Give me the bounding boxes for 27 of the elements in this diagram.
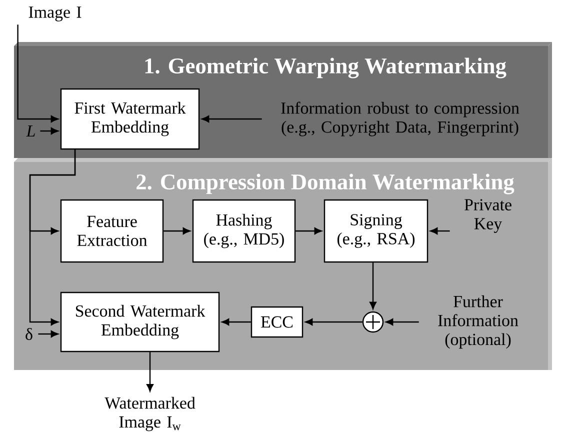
- arrow: [17, 24, 58, 122]
- arrow: [29, 149, 76, 326]
- arrow: [370, 262, 376, 310]
- arrow: [202, 116, 262, 122]
- process-box: ECC: [250, 306, 304, 338]
- arrow: [40, 128, 58, 134]
- arrow: [296, 228, 322, 234]
- label-text: Image I: [28, 6, 82, 22]
- process-box: First Watermark Embedding: [60, 88, 200, 150]
- arrow: [164, 228, 190, 234]
- process-box: Feature Extraction: [60, 199, 164, 263]
- process-box: Second Watermark Embedding: [60, 292, 220, 352]
- arrow: [222, 318, 251, 326]
- arrow: [386, 318, 419, 326]
- sum-symbol: [362, 311, 384, 333]
- process-box: Hashing (e.g., MD5): [192, 199, 296, 263]
- arrow: [38, 330, 58, 338]
- label-text: δ: [26, 328, 32, 340]
- label-text: Information robust to compression (e.g., Copyright Data, Fingerprint): [281, 102, 520, 136]
- arrow: [430, 228, 450, 234]
- arrow: [146, 352, 154, 392]
- label-text: L: [26, 125, 35, 137]
- arrow: [305, 318, 362, 326]
- label-text: Further Information (optional): [438, 295, 518, 349]
- label-text: Private Key: [464, 199, 512, 233]
- label-text: Watermarked Image I$_{w}$: [104, 396, 196, 432]
- process-box: Signing (e.g., RSA): [324, 199, 428, 263]
